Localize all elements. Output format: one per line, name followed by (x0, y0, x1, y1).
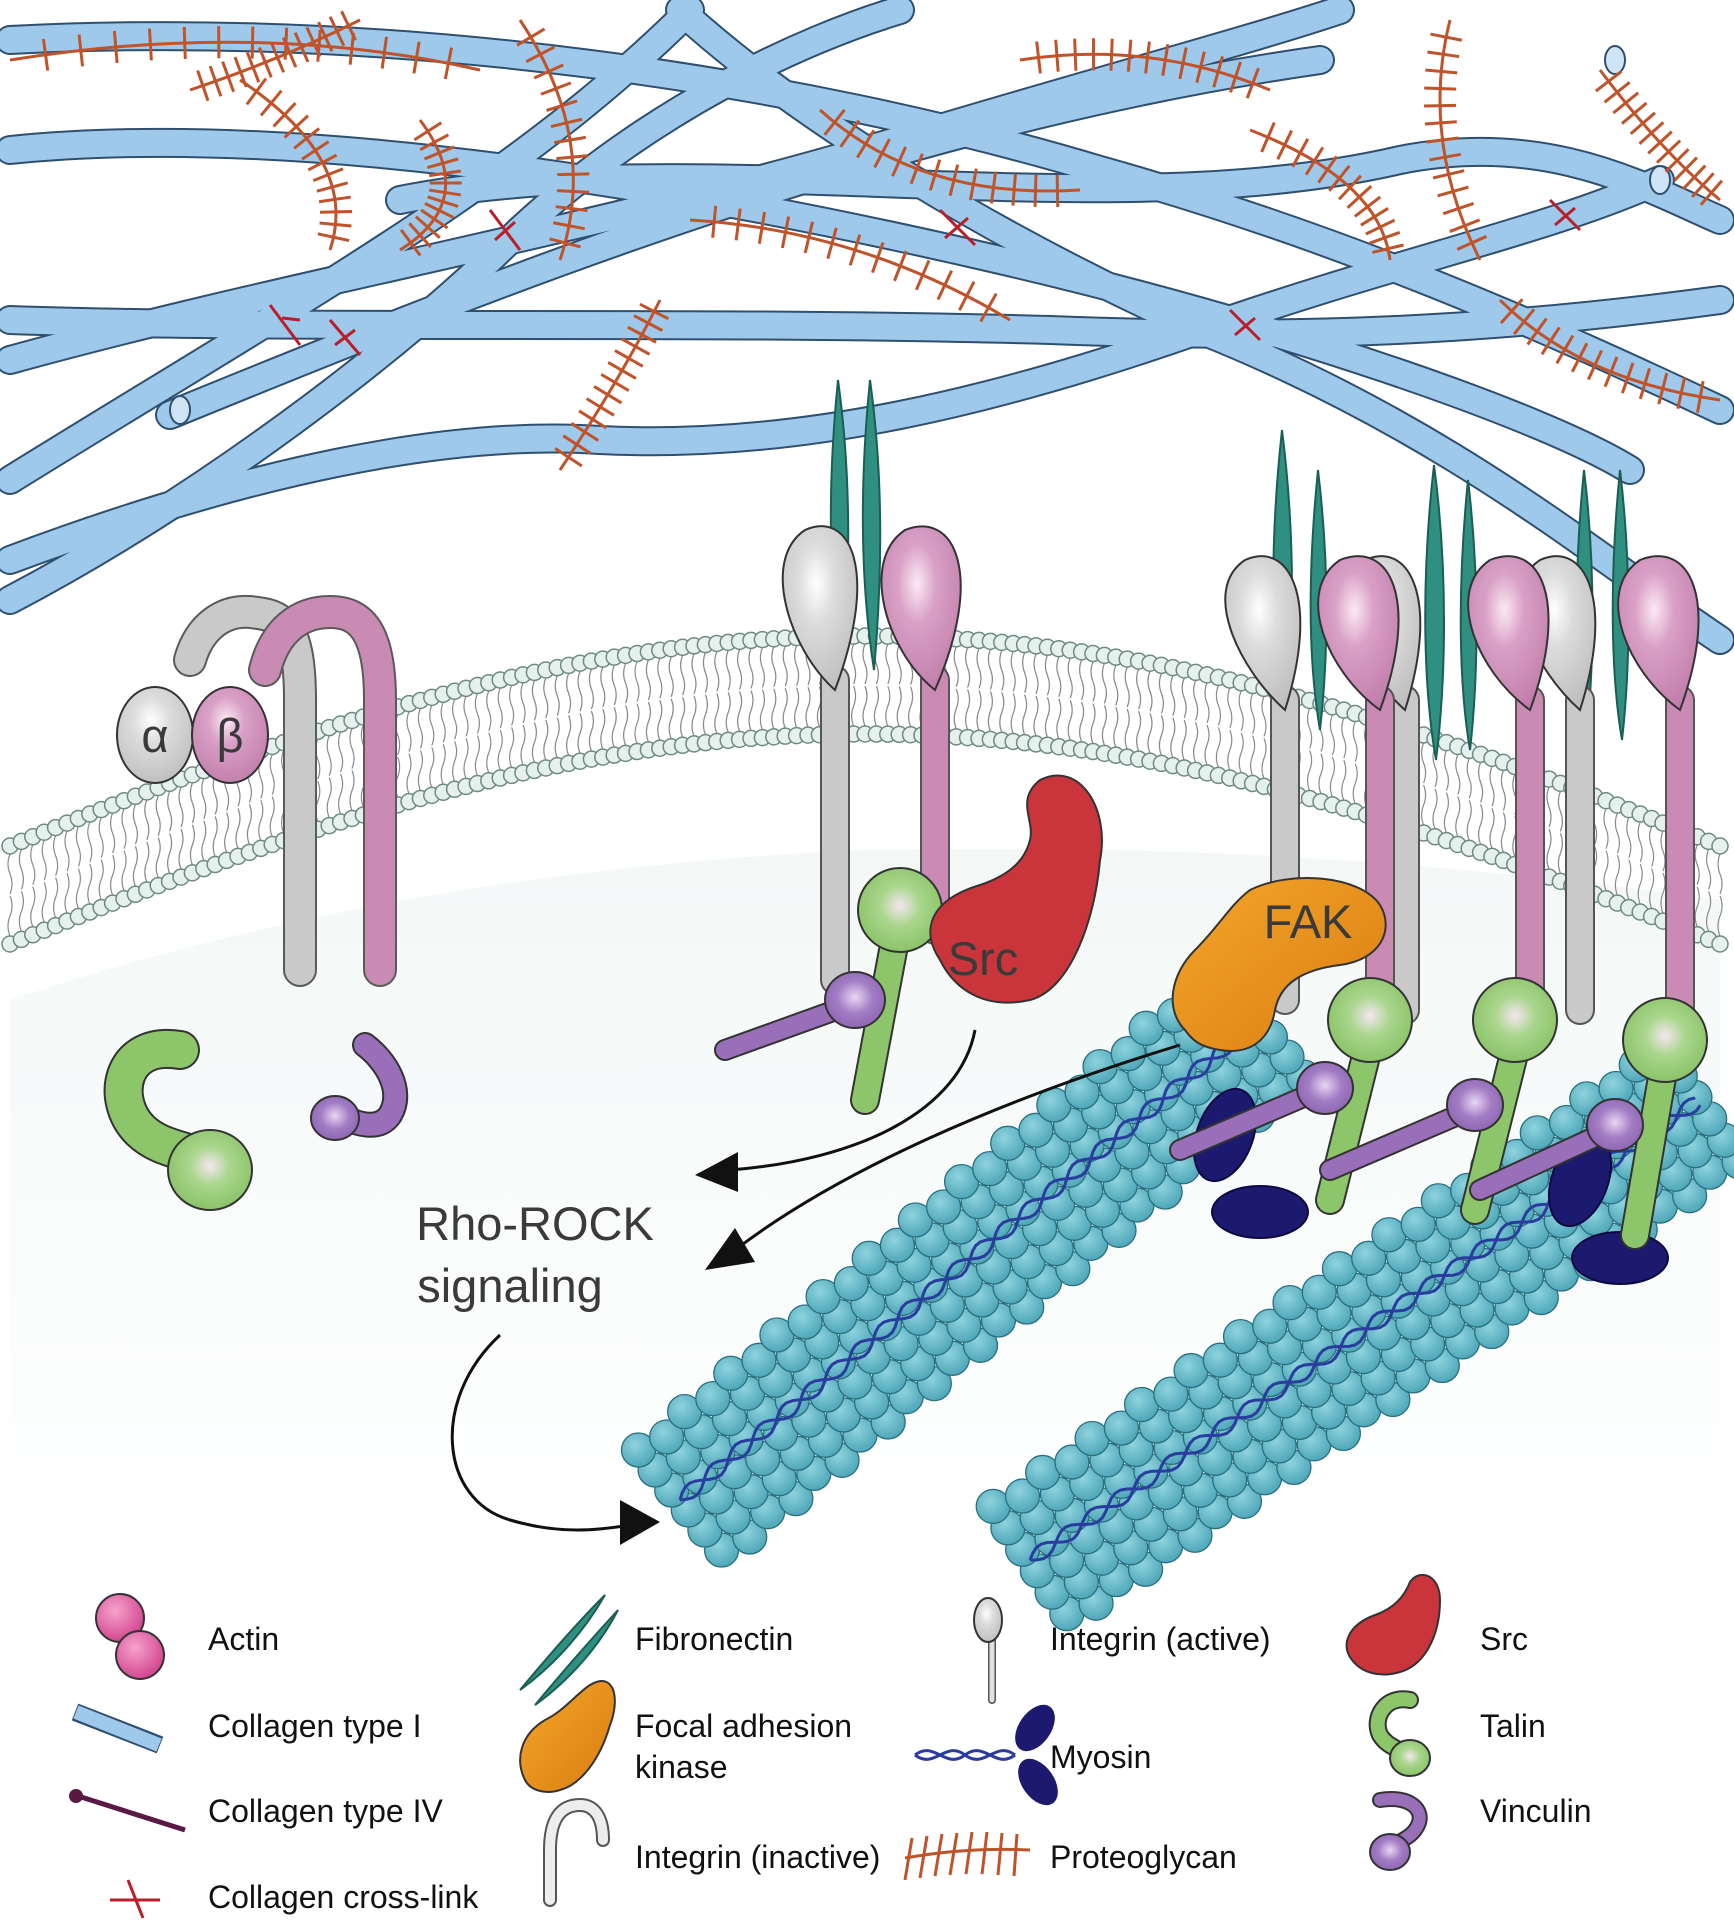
svg-text:Actin: Actin (208, 1621, 279, 1657)
legend-fak: Focal adhesion kinase (519, 1680, 852, 1793)
signaling-arrows (450, 1029, 1181, 1532)
fak-protein: FAK (1171, 877, 1387, 1052)
svg-text:Fibronectin: Fibronectin (635, 1621, 793, 1657)
actin-filaments (620, 959, 1734, 1632)
svg-text:Proteoglycan: Proteoglycan (1050, 1839, 1237, 1875)
talin-center (850, 867, 943, 1115)
legend-collagen-crosslink: Collagen cross-link (110, 1879, 479, 1919)
legend: Actin Collagen type I Collagen type IV C… (69, 1573, 1591, 1919)
integrin-inactive: α β (116, 594, 397, 987)
free-talin (103, 1028, 253, 1211)
fibronectin-fibers (829, 379, 1630, 761)
svg-text:Integrin (inactive): Integrin (inactive) (635, 1839, 880, 1875)
svg-text:Collagen type I: Collagen type I (208, 1708, 421, 1744)
legend-myosin: Myosin (914, 1704, 1151, 1806)
svg-text:Myosin: Myosin (1050, 1739, 1151, 1775)
src-label: Src (948, 932, 1019, 985)
beta-label: β (216, 709, 243, 762)
src-protein: Src (929, 774, 1103, 1004)
svg-text:Integrin (active): Integrin (active) (1050, 1621, 1271, 1657)
free-vinculin (310, 1032, 409, 1141)
rho-rock-label: Rho-ROCK (416, 1197, 654, 1250)
legend-integrin-active: Integrin (active) (973, 1597, 1271, 1704)
integrin-beta-head (191, 686, 269, 784)
legend-talin: Talin (1368, 1690, 1546, 1777)
legend-proteoglycan: Proteoglycan (903, 1831, 1237, 1881)
arrowheads (620, 1152, 755, 1545)
proteoglycans (9, 10, 1724, 471)
vinculin-center (714, 971, 886, 1061)
legend-collagen-type-1: Collagen type I (71, 1703, 421, 1754)
alpha-label: α (141, 709, 168, 762)
signaling-label: signaling (417, 1259, 603, 1312)
svg-text:Collagen cross-link: Collagen cross-link (208, 1879, 479, 1915)
vinculin-cluster (1169, 1061, 1644, 1201)
svg-text:Focal adhesion: Focal adhesion (635, 1708, 852, 1744)
legend-collagen-type-4: Collagen type IV (69, 1789, 443, 1833)
collagen-crosslinks (268, 198, 1582, 356)
legend-vinculin: Vinculin (1369, 1791, 1591, 1871)
svg-text:kinase: kinase (635, 1749, 728, 1785)
legend-actin: Actin (95, 1593, 279, 1680)
legend-fibronectin: Fibronectin (519, 1594, 793, 1706)
legend-integrin-inactive: Integrin (inactive) (543, 1797, 880, 1907)
svg-text:Vinculin: Vinculin (1480, 1793, 1591, 1829)
fak-label: FAK (1264, 895, 1353, 948)
svg-text:Src: Src (1480, 1621, 1528, 1657)
svg-text:Talin: Talin (1480, 1708, 1546, 1744)
legend-src: Src (1345, 1573, 1528, 1676)
svg-text:Collagen type IV: Collagen type IV (208, 1793, 443, 1829)
